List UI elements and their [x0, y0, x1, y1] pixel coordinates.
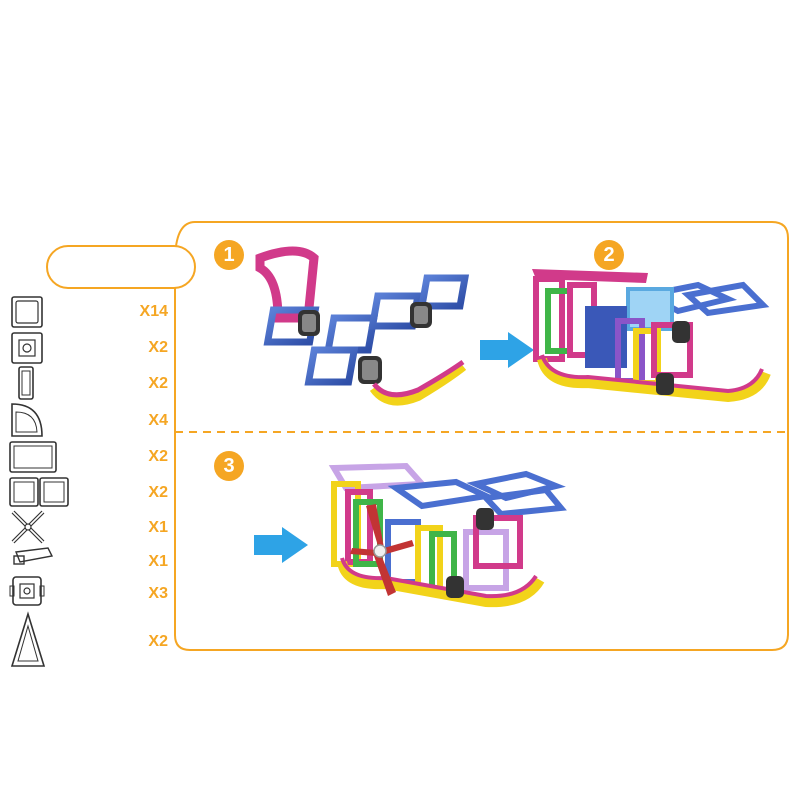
wheel-base-icon: [9, 576, 45, 606]
quarter-arch-icon: [11, 403, 43, 437]
square-frame-icon: [11, 296, 43, 328]
square-window-icon: [11, 332, 43, 364]
narrow-rectangle-icon: [18, 366, 34, 400]
parts-list: [9, 296, 69, 667]
part-quantity-narrow-rectangle: X2: [148, 375, 168, 392]
triangle-icon: [10, 611, 46, 667]
part-quantity-wheel-base: X3: [148, 585, 168, 602]
connector-block-icon: [13, 547, 54, 565]
step-2-number: 2: [594, 240, 624, 270]
step-2-model: [532, 269, 771, 403]
wide-rectangle-icon: [9, 441, 57, 473]
step-1-model: [255, 246, 470, 406]
part-quantity-wide-rectangle: X2: [148, 448, 168, 465]
step-arrow-2: [254, 527, 308, 563]
part-quantity-square-frame: X14: [139, 303, 168, 320]
part-quantity-square-window: X2: [148, 339, 168, 356]
part-quantity-quarter-arch: X4: [148, 412, 168, 429]
part-quantity-double-square: X2: [148, 484, 168, 501]
part-quantity-connector-block: X1: [148, 553, 168, 570]
propeller-icon: [11, 510, 45, 544]
step-3-model: [328, 462, 567, 608]
title-pill: [46, 245, 196, 289]
step-1-number: 1: [214, 240, 244, 270]
part-quantity-propeller: X1: [148, 519, 168, 536]
part-quantity-triangle: X2: [148, 633, 168, 650]
double-square-icon: [9, 477, 69, 507]
step-3-number: 3: [214, 451, 244, 481]
step-arrow-1: [480, 332, 534, 368]
